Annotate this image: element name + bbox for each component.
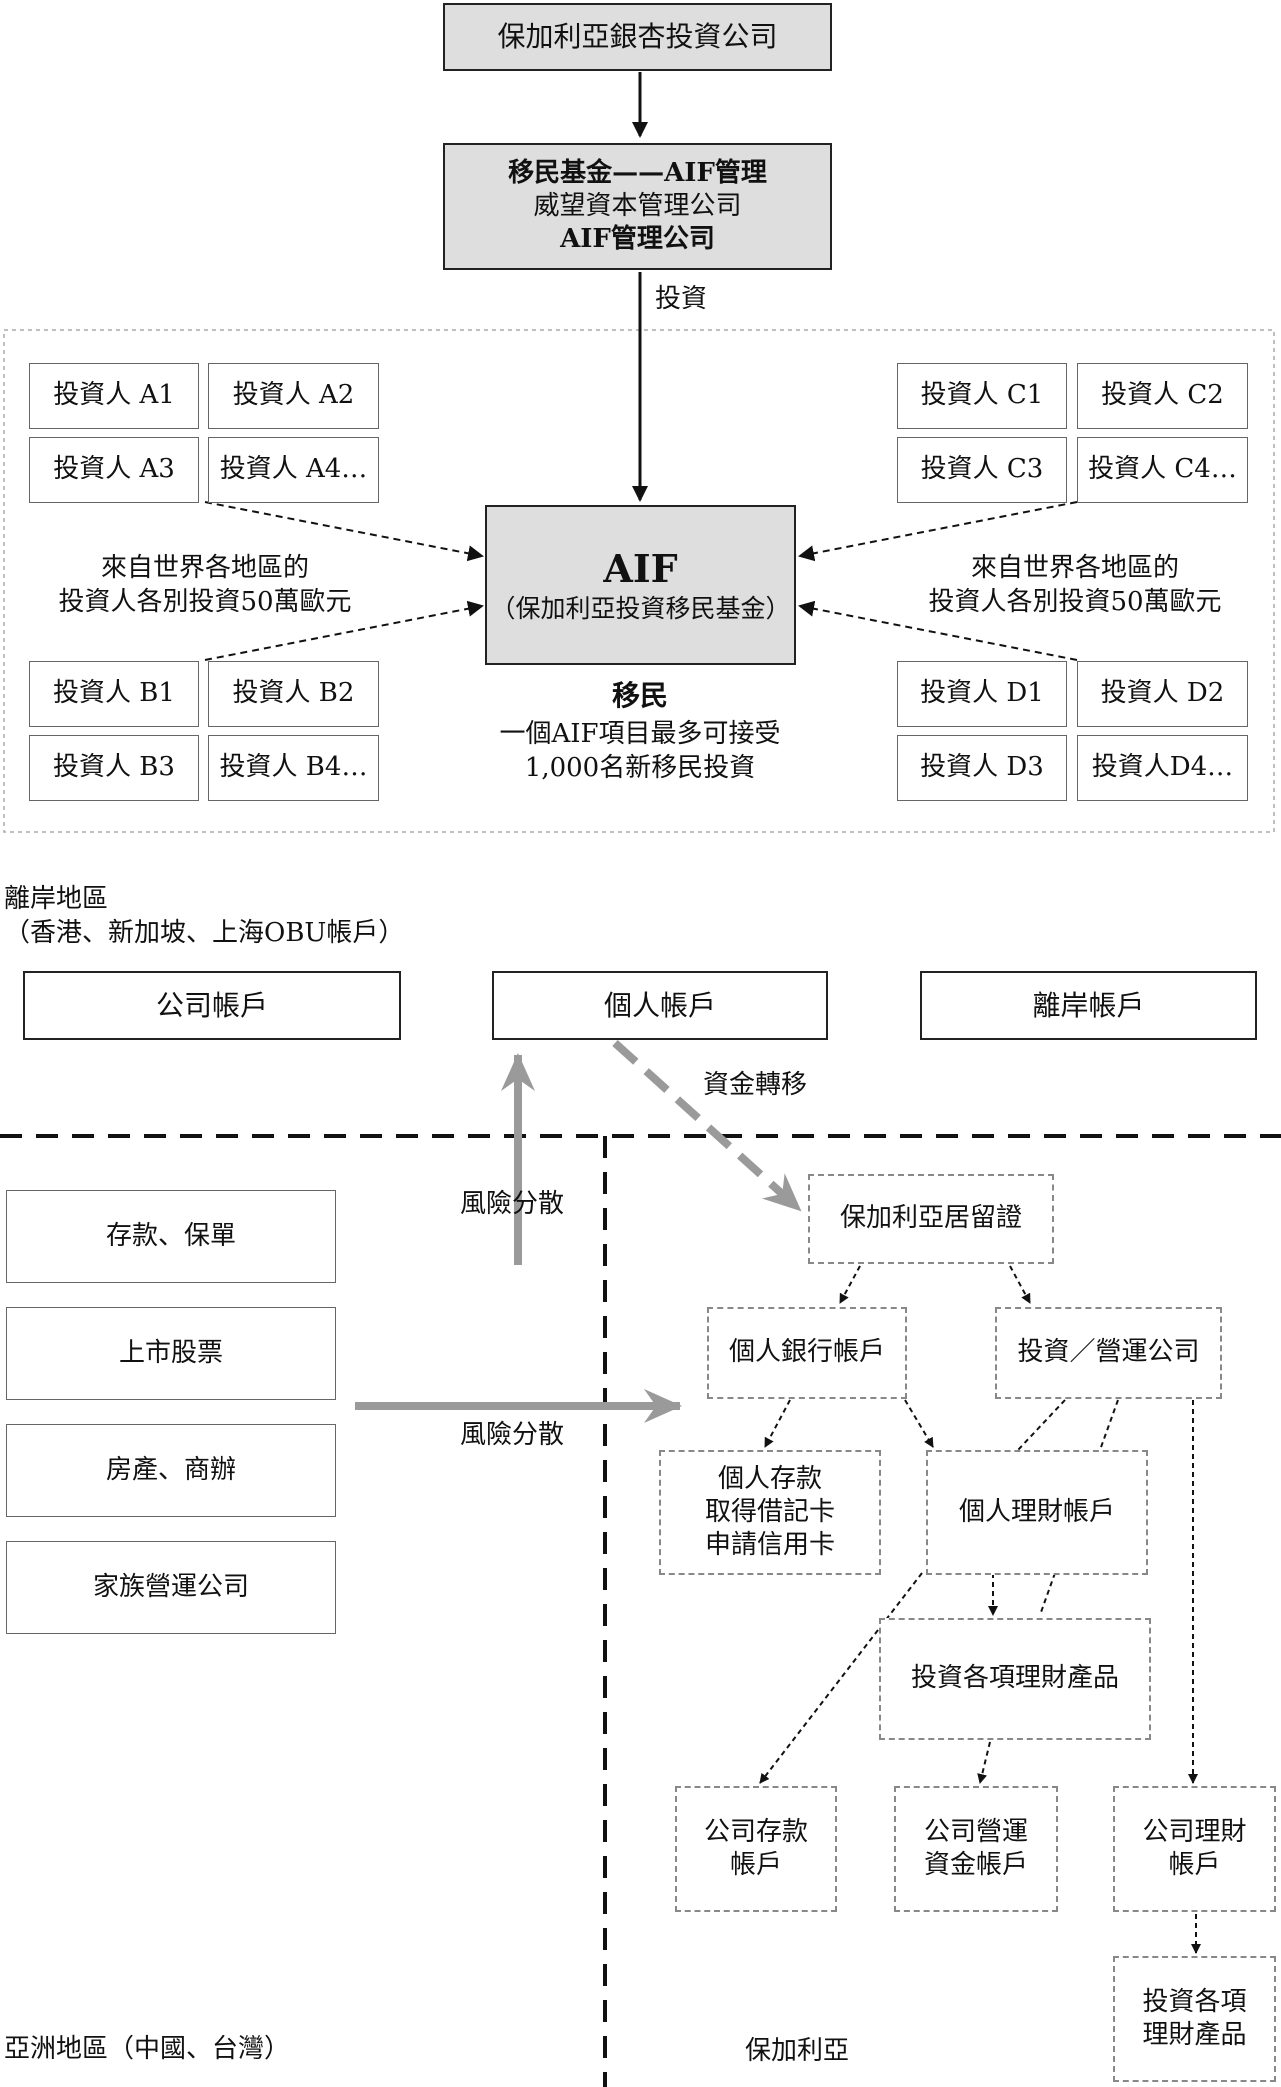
fund-line-2: 威望資本管理公司 [533,190,742,221]
investment-products-box: 投資各項理財產品 [879,1618,1151,1740]
ginkgo-company-box: 保加利亞銀杏投資公司 [443,3,832,71]
company-deposit-line-1: 公司存款 [703,1816,808,1847]
immigration-label: 移民 [611,679,668,712]
offshore-title-line-1: 離岸地區 [4,884,109,914]
company-wealth-line-1: 公司理財 [1142,1816,1247,1847]
deposit-line-1: 個人存款 [717,1463,822,1494]
aif-box: AIF （保加利亞投資移民基金） [485,505,796,665]
invest-label: 投資 [655,284,708,314]
right-investor-note: 來自世界各地區的 投資人各別投資50萬歐元 [890,552,1260,620]
company-products-line-1: 投資各項 [1142,1986,1247,2017]
asset-deposit-policy: 存款、保單 [6,1190,336,1283]
residence-permit-box: 保加利亞居留證 [808,1174,1054,1264]
arrow-a-to-aif [204,501,484,562]
company-deposit-box: 公司存款 帳戶 [675,1786,837,1912]
investor-b4: 投資人 B4… [208,735,379,801]
deposit-line-2: 取得借記卡 [704,1496,835,1527]
left-note-line-2: 投資人各別投資50萬歐元 [58,586,352,617]
investor-b1: 投資人 B1 [29,661,199,727]
investor-c4: 投資人 C4… [1077,437,1248,503]
aif-title: AIF [603,545,678,591]
investment-company-box: 投資／營運公司 [995,1307,1222,1399]
bulgaria-region-label: 保加利亞 [745,2036,850,2066]
investor-c1: 投資人 C1 [897,363,1067,429]
asset-family-business: 家族營運公司 [6,1541,336,1634]
investor-d2: 投資人 D2 [1077,661,1248,727]
fund-manager-box: 移民基金——AIF管理 威望資本管理公司 AIF管理公司 [443,143,832,270]
aif-note-line-1: 一個AIF項目最多可接受 [499,719,781,749]
company-account-box: 公司帳戶 [23,971,401,1040]
investor-a1: 投資人 A1 [29,363,199,429]
asset-real-estate: 房產、商辦 [6,1424,336,1517]
investor-b2: 投資人 B2 [208,661,379,727]
ginkgo-company-label: 保加利亞銀杏投資公司 [497,20,778,54]
fund-transfer-label: 資金轉移 [703,1070,808,1100]
investor-d3: 投資人 D3 [897,735,1067,801]
investor-c2: 投資人 C2 [1077,363,1248,429]
company-wealth-line-2: 帳戶 [1168,1850,1221,1880]
aif-note-line-2: 1,000名新移民投資 [524,752,756,783]
offshore-title-line-2: （香港、新加坡、上海OBU帳戶） [4,917,405,948]
wealth-account-box: 個人理財帳戶 [926,1450,1148,1575]
investor-b3: 投資人 B3 [29,735,199,801]
personal-deposit-box: 個人存款 取得借記卡 申請信用卡 [659,1450,881,1575]
risk-right-label: 風險分散 [460,1420,565,1450]
personal-account-box: 個人帳戶 [492,971,828,1040]
aif-capacity-note: 一個AIF項目最多可接受 1,000名新移民投資 [470,718,810,786]
aif-subtitle: （保加利亞投資移民基金） [490,594,791,624]
fund-line-3: AIF管理公司 [560,224,715,255]
fund-line-1: 移民基金——AIF管理 [508,157,767,188]
offshore-account-box: 離岸帳戶 [920,971,1257,1040]
company-wealth-box: 公司理財 帳戶 [1113,1786,1276,1912]
company-ops-line-2: 資金帳戶 [923,1850,1028,1880]
company-products-line-2: 理財產品 [1142,2020,1247,2050]
asia-region-label: 亞洲地區（中國、台灣） [4,2034,291,2064]
left-note-line-1: 來自世界各地區的 [100,553,309,583]
left-investor-note: 來自世界各地區的 投資人各別投資50萬歐元 [20,552,390,620]
asset-listed-stocks: 上市股票 [6,1307,336,1400]
company-products-box: 投資各項 理財產品 [1113,1956,1276,2082]
investor-d4: 投資人D4… [1077,735,1248,801]
investor-c3: 投資人 C3 [897,437,1067,503]
right-note-line-2: 投資人各別投資50萬歐元 [928,586,1222,617]
deposit-line-3: 申請信用卡 [704,1530,835,1561]
company-ops-line-1: 公司營運 [923,1816,1028,1847]
right-note-line-1: 來自世界各地區的 [970,553,1179,583]
investor-a3: 投資人 A3 [29,437,199,503]
company-ops-box: 公司營運 資金帳戶 [894,1786,1058,1912]
bank-account-box: 個人銀行帳戶 [707,1307,907,1399]
risk-up-label: 風險分散 [460,1189,565,1219]
investor-a4: 投資人 A4… [208,437,379,503]
arrow-c-to-aif [798,501,1078,562]
investor-a2: 投資人 A2 [208,363,379,429]
investor-d1: 投資人 D1 [897,661,1067,727]
company-deposit-line-2: 帳戶 [729,1850,782,1880]
offshore-title: 離岸地區 （香港、新加坡、上海OBU帳戶） [4,883,404,951]
